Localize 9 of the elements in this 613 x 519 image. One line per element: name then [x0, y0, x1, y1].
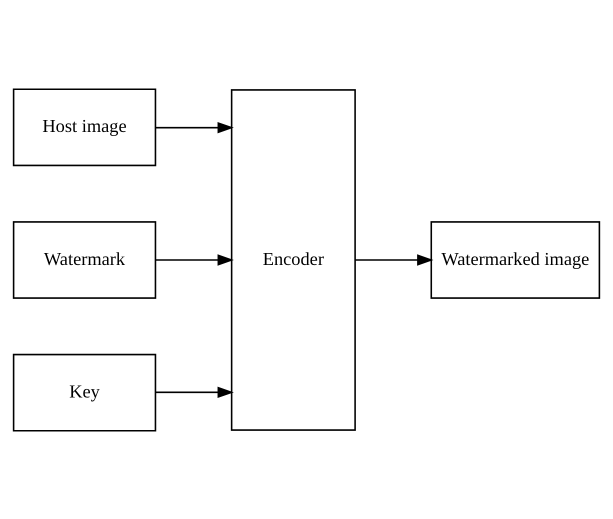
arrow [355, 254, 434, 266]
node-box: Key [12, 353, 156, 432]
node-box: Watermark [12, 220, 156, 298]
node-box: Host image [12, 88, 156, 166]
arrow [156, 121, 234, 133]
arrow [156, 386, 234, 398]
node-box: Watermarked image [430, 220, 600, 298]
node-box: Encoder [230, 88, 356, 430]
arrow [156, 254, 234, 266]
